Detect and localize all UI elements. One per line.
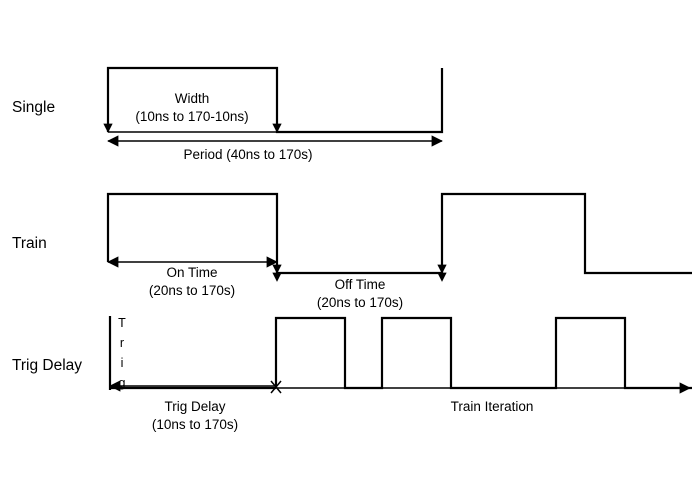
train-ontime-dimension <box>107 256 278 268</box>
offtime-arrow-right-icon <box>437 272 447 282</box>
period-arrow-right-icon <box>431 135 443 147</box>
period-arrow-left-icon <box>107 135 119 147</box>
row-train: Train On Time (20ns to 170s) Off Time (2… <box>12 192 692 310</box>
trig-letter-g: g <box>119 376 126 390</box>
trig-letter-r: r <box>120 336 124 350</box>
train-ontime-range: (20ns to 170s) <box>149 283 235 298</box>
trig-letter-t: T <box>118 316 126 330</box>
trig-delay-dimension <box>109 380 282 394</box>
train-iteration-label: Train Iteration <box>451 399 534 414</box>
offtime-tick-left-icon <box>272 264 282 274</box>
trig-delay-dimension-range: (10ns to 170s) <box>152 417 238 432</box>
offtime-tick-right-icon <box>437 264 447 274</box>
waveform-single <box>106 66 444 134</box>
waveform-train <box>106 192 692 275</box>
train-offtime-dimension <box>272 264 447 282</box>
trig-delay-dimension-label: Trig Delay <box>164 399 225 414</box>
single-period-dimension <box>103 123 443 147</box>
waveform-trig-delay <box>274 316 692 390</box>
offtime-arrow-left-icon <box>272 272 282 282</box>
trig-vertical-label: T r i g <box>118 316 126 390</box>
row-label-trig-delay: Trig Delay <box>12 357 82 374</box>
train-offtime-label: Off Time <box>335 277 386 292</box>
train-iteration-dimension <box>276 382 691 394</box>
period-tick-left-icon <box>103 123 113 133</box>
cross-stroke-b <box>270 380 282 394</box>
row-trig-delay: Trig Delay T r i g <box>12 316 692 432</box>
single-width-label: Width <box>175 91 210 106</box>
train-iteration-arrow-right-icon <box>679 382 691 394</box>
single-width-range: (10ns to 170-10ns) <box>135 109 248 124</box>
ontime-arrow-right-icon <box>266 256 278 268</box>
ontime-arrow-left-icon <box>107 256 119 268</box>
trig-delay-cross-marker-icon <box>270 380 282 394</box>
trig-delay-arrow-left-icon <box>109 380 121 392</box>
trig-letter-i: i <box>121 356 124 370</box>
period-tick-right-icon <box>272 123 282 133</box>
single-period-label: Period (40ns to 170s) <box>183 147 312 162</box>
row-label-train: Train <box>12 235 47 252</box>
train-offtime-range: (20ns to 170s) <box>317 295 403 310</box>
row-single: Single Width (10ns to 170-10ns) Period (… <box>12 66 444 162</box>
row-label-single: Single <box>12 99 55 116</box>
train-ontime-label: On Time <box>166 265 217 280</box>
